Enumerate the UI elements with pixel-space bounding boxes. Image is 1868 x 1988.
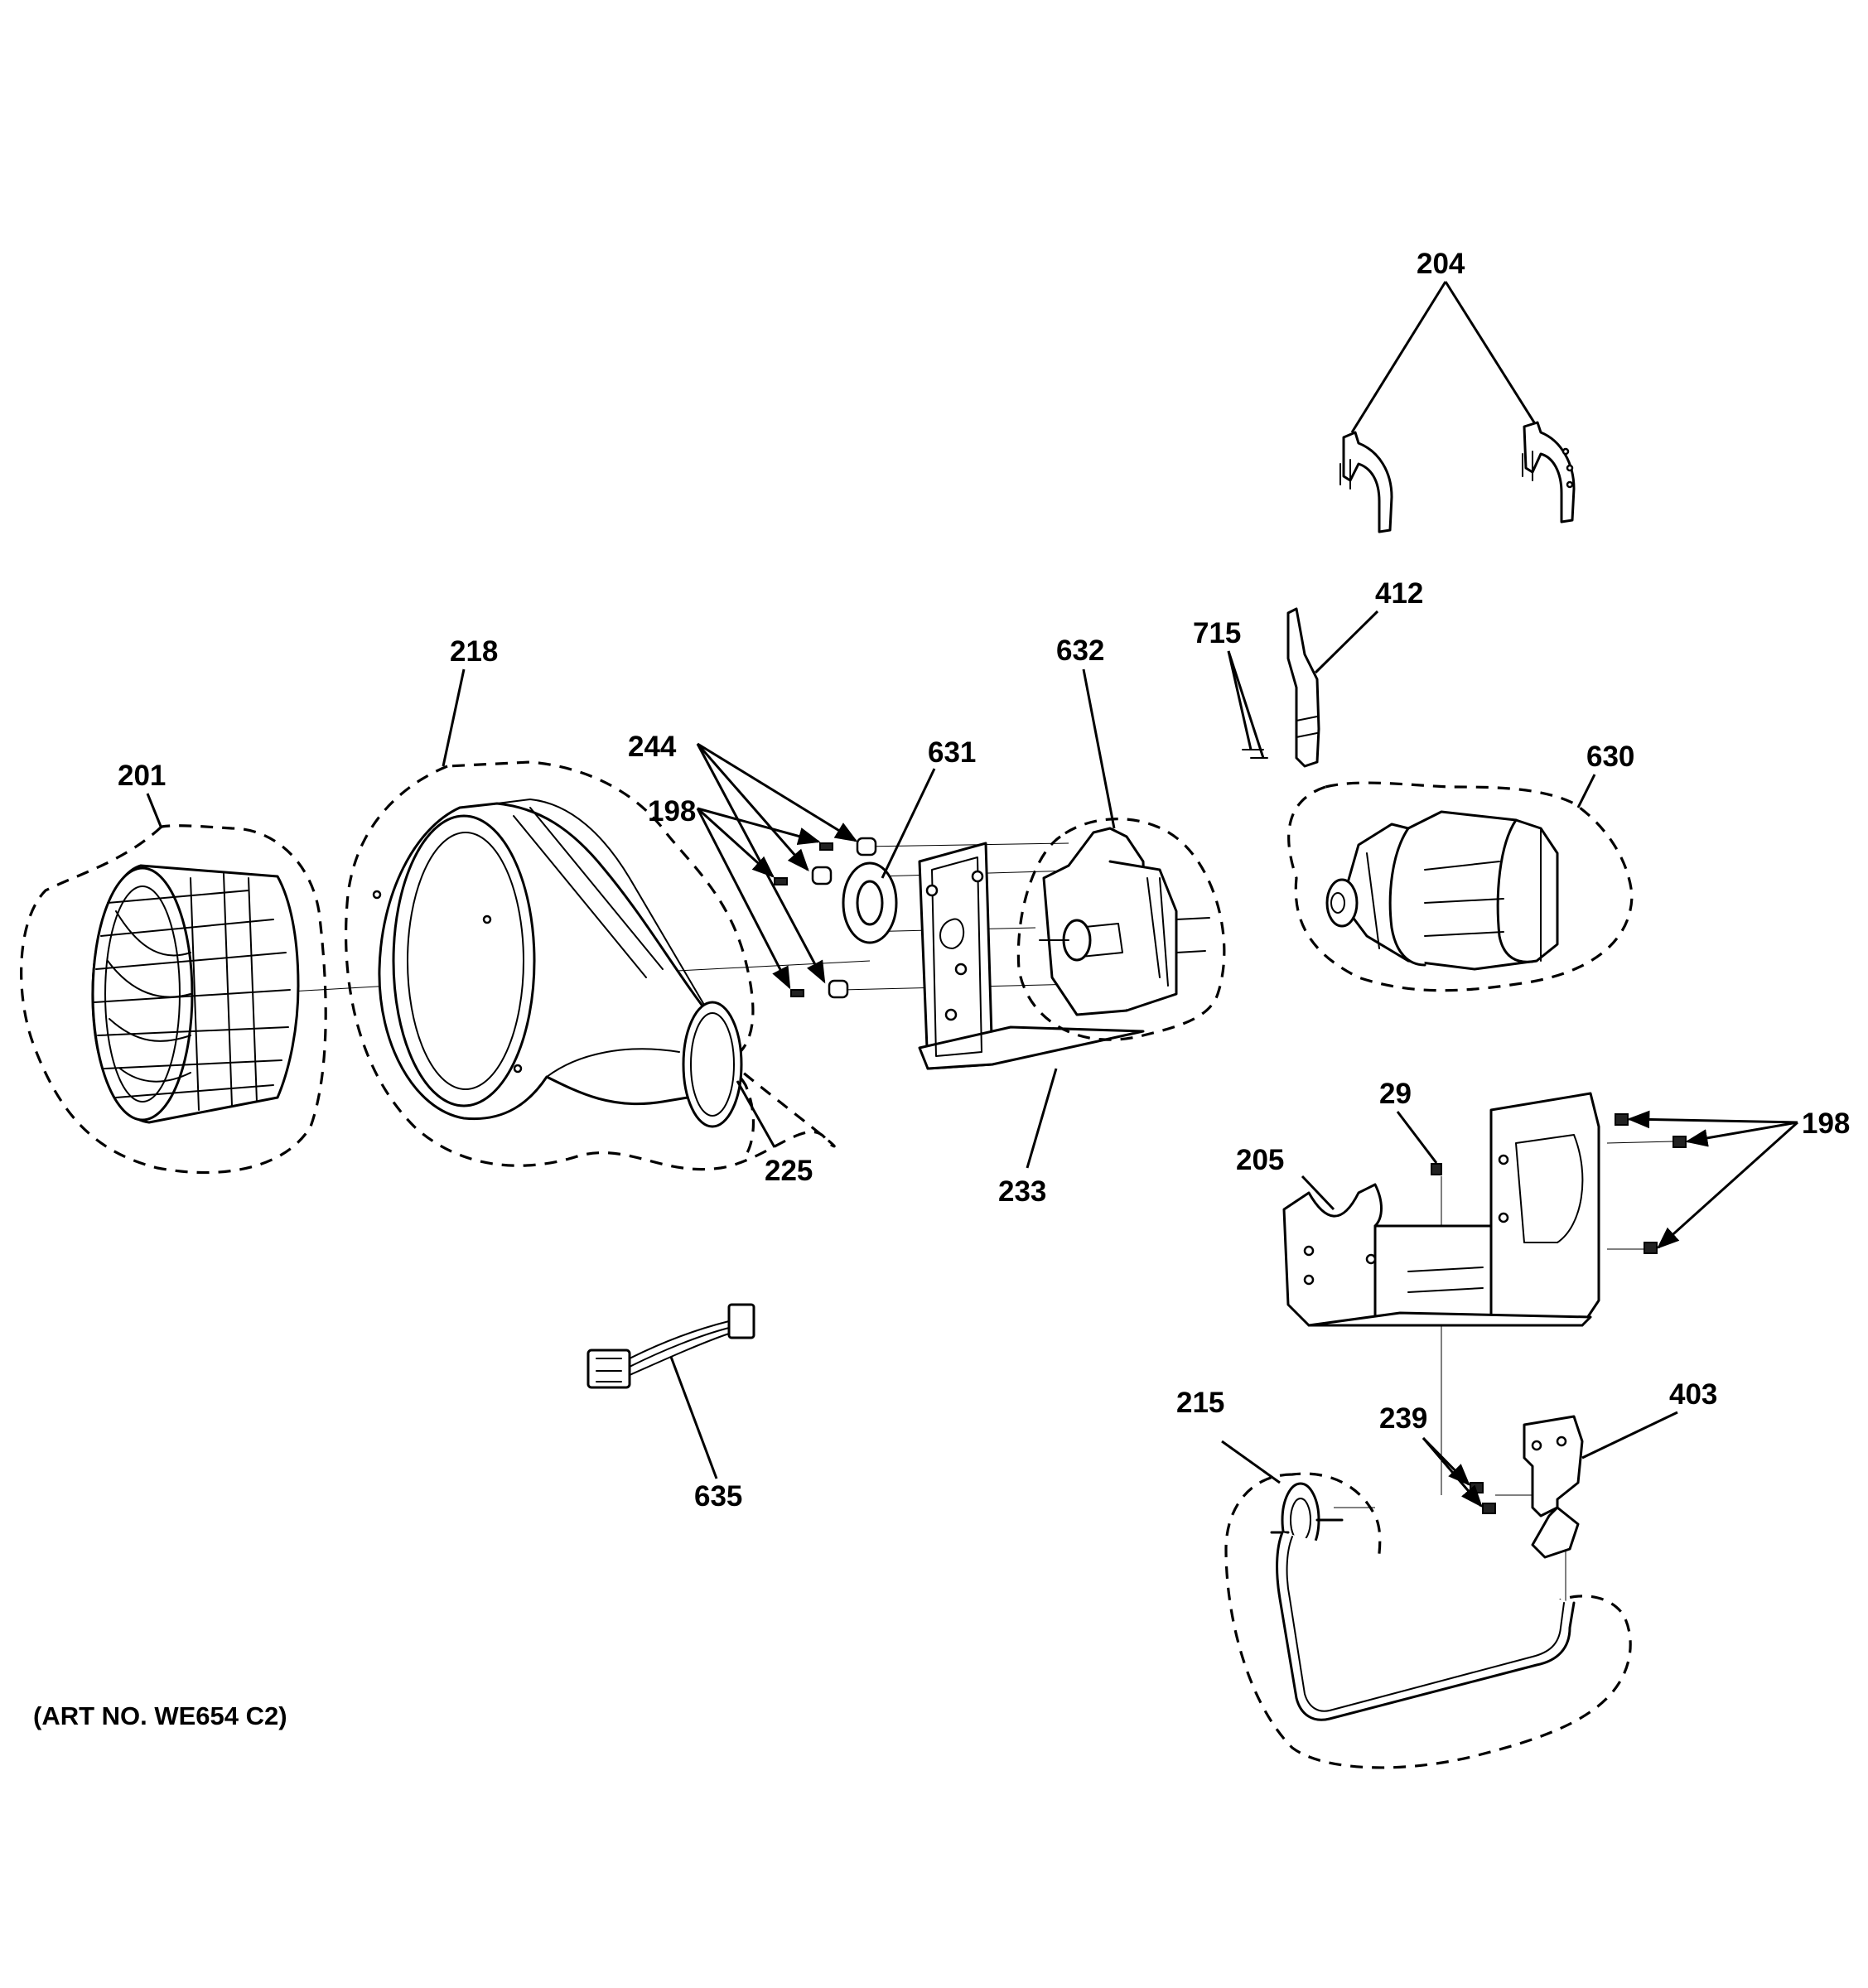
callout-715: 715 bbox=[1193, 617, 1241, 649]
mounting-hardware-244-198 bbox=[774, 837, 877, 999]
callout-412: 412 bbox=[1375, 577, 1423, 610]
bearing-ring-631 bbox=[842, 861, 898, 944]
drive-unit-632 bbox=[1016, 818, 1226, 1041]
clips-204 bbox=[1339, 421, 1576, 533]
wire-harness-635 bbox=[586, 1303, 755, 1389]
callout-218: 218 bbox=[450, 635, 498, 668]
idler-bracket-403 bbox=[1470, 1415, 1584, 1559]
screws-198-right bbox=[1431, 1113, 1687, 1254]
support-bracket-205 bbox=[1282, 1092, 1600, 1327]
callout-631: 631 bbox=[928, 736, 976, 769]
callout-29: 29 bbox=[1379, 1078, 1412, 1110]
callout-403: 403 bbox=[1669, 1378, 1717, 1411]
drive-motor-630 bbox=[1287, 781, 1634, 992]
callout-225: 225 bbox=[765, 1155, 813, 1187]
callout-233: 233 bbox=[998, 1175, 1046, 1208]
idler-assembly-215 bbox=[1224, 1472, 1632, 1769]
switch-bracket-412 bbox=[1242, 607, 1320, 768]
callout-204: 204 bbox=[1417, 248, 1465, 280]
callout-632: 632 bbox=[1056, 635, 1104, 667]
leader-lines bbox=[146, 281, 1799, 1508]
motor-bracket-233 bbox=[918, 842, 1145, 1070]
callout-201: 201 bbox=[118, 760, 166, 792]
blower-wheel-201 bbox=[20, 824, 327, 1175]
callout-239: 239 bbox=[1379, 1402, 1427, 1435]
callout-labels: 201 218 225 244 198 631 632 233 715 412 … bbox=[118, 248, 1850, 1513]
art-number-label: (ART NO. WE654 C2) bbox=[33, 1701, 287, 1730]
callout-198-left: 198 bbox=[648, 795, 696, 828]
callout-630: 630 bbox=[1586, 741, 1634, 773]
callout-205: 205 bbox=[1236, 1144, 1284, 1176]
callout-244: 244 bbox=[628, 731, 677, 763]
callout-215: 215 bbox=[1176, 1387, 1224, 1419]
callout-198-right: 198 bbox=[1802, 1107, 1850, 1140]
blower-housing-218 bbox=[344, 760, 836, 1171]
callout-635: 635 bbox=[694, 1480, 742, 1513]
